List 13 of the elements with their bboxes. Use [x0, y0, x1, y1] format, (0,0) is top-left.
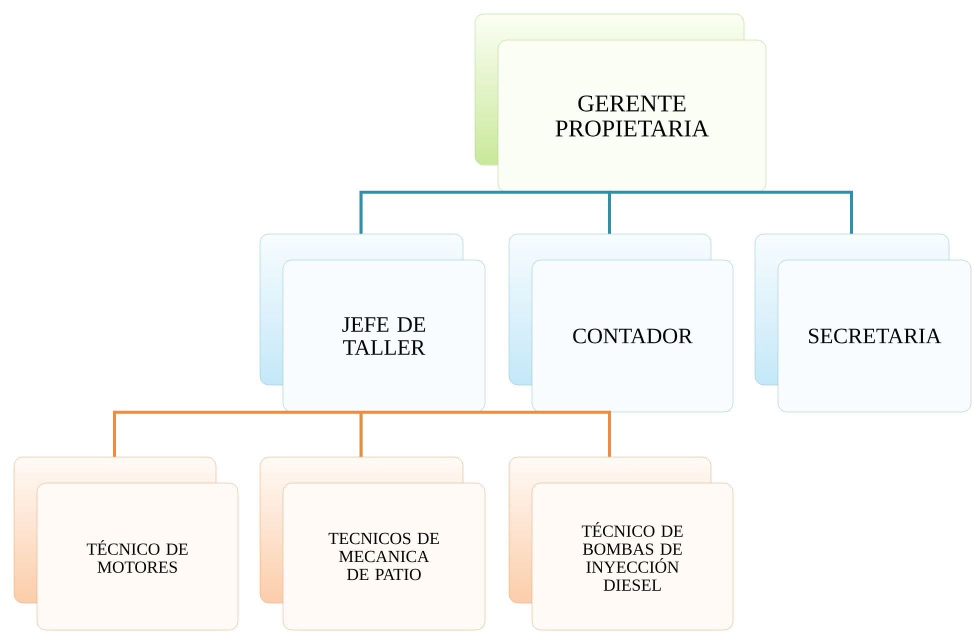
- connector-line: [609, 190, 853, 234]
- connector-line: [360, 412, 362, 457]
- org-box: CONTADOR: [508, 234, 734, 412]
- org-box: TÉCNICO DE MOTORES: [14, 456, 238, 630]
- org-box: TECNICOS DE MECANICA DE PATIO: [260, 456, 486, 630]
- org-box: TÉCNICO DE BOMBAS DE INYECCIÓN DIESEL: [508, 456, 734, 630]
- connector-line: [361, 410, 611, 457]
- connector-line: [113, 410, 361, 457]
- connector-line: [360, 190, 609, 234]
- org-box: JEFE DE TALLER: [260, 234, 486, 412]
- org-box: GERENTE PROPIETARIA: [474, 14, 766, 192]
- org-box: SECRETARIA: [754, 234, 972, 412]
- connector-line: [608, 190, 611, 234]
